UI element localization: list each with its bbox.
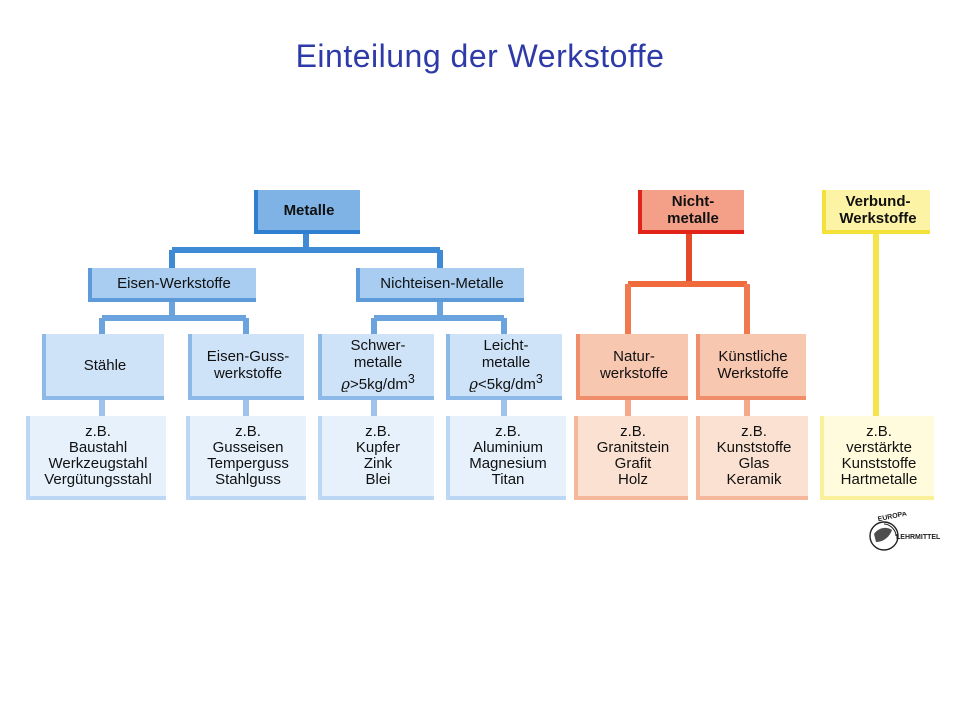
node-nichteisen-metalle: Nichteisen-Metalle [356,268,524,302]
examples-naturwerkstoffe: z.B. Granitstein Grafit Holz [574,416,688,500]
node-verbundwerkstoffe: Verbund- Werkstoffe [822,190,930,234]
examples-leichtmetalle: z.B. Aluminium Magnesium Titan [446,416,566,500]
node-leichtmetalle: Leicht- metalle ϱ<5kg/dm3 [446,334,562,400]
examples-staehle: z.B. Baustahl Werkzeugstahl Vergütungsst… [26,416,166,500]
node-eisen-werkstoffe: Eisen-Werkstoffe [88,268,256,302]
svg-text:EUROPA: EUROPA [877,512,907,523]
node-nichtmetalle: Nicht- metalle [638,190,744,234]
density-leicht: ϱ<5kg/dm3 [469,372,543,393]
node-naturwerkstoffe: Natur- werkstoffe [576,334,688,400]
node-metalle: Metalle [254,190,360,234]
page-title: Einteilung der Werkstoffe [295,38,665,74]
examples-kuenstliche-werkstoffe: z.B. Kunststoffe Glas Keramik [696,416,808,500]
density-schwer: ϱ>5kg/dm3 [341,372,415,393]
node-eisen-guss-werkstoffe: Eisen-Guss- werkstoffe [188,334,304,400]
node-kuenstliche-werkstoffe: Künstliche Werkstoffe [696,334,806,400]
node-staehle: Stähle [42,334,164,400]
examples-eisen-guss: z.B. Gusseisen Temperguss Stahlguss [186,416,306,500]
examples-verbundwerkstoffe: z.B. verstärkte Kunststoffe Hartmetalle [820,416,934,500]
europa-lehrmittel-logo-icon: EUROPA LEHRMITTEL [869,510,941,551]
examples-schwermetalle: z.B. Kupfer Zink Blei [318,416,434,500]
node-schwermetalle: Schwer- metalle ϱ>5kg/dm3 [318,334,434,400]
europa-lehrmittel-logo: EUROPA LEHRMITTEL [866,510,942,556]
svg-text:LEHRMITTEL: LEHRMITTEL [896,534,941,541]
